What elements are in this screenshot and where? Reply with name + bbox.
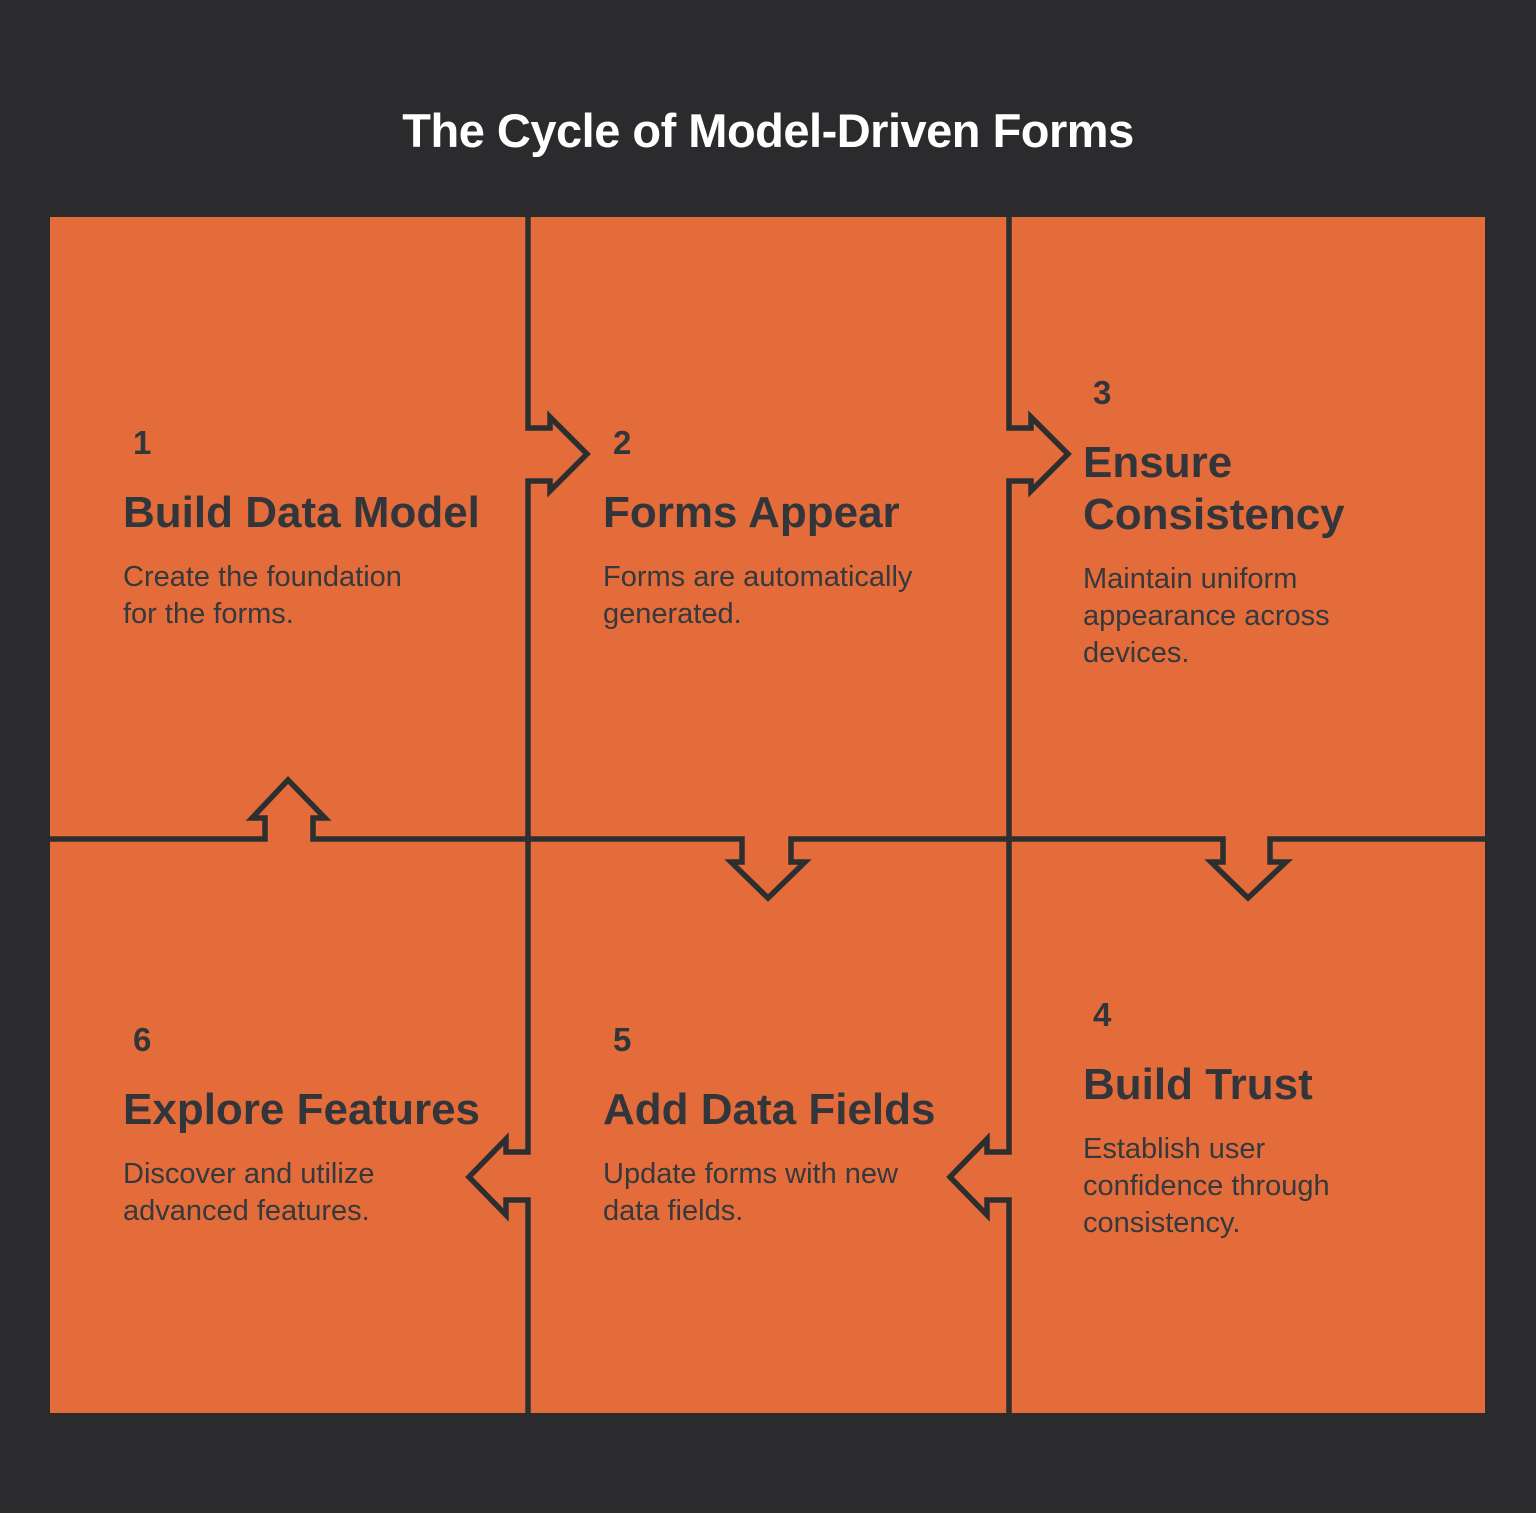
step-number: 4 bbox=[1093, 996, 1112, 1033]
step-description: Discover and utilize advanced features. bbox=[123, 1157, 375, 1227]
step-title: Forms Appear bbox=[603, 487, 900, 537]
page-title: The Cycle of Model-Driven Forms bbox=[402, 104, 1134, 157]
step-cell-5: 5 Add Data Fields Update forms with new … bbox=[603, 1020, 936, 1230]
step-number: 3 bbox=[1093, 374, 1112, 411]
step-title: Build Data Model bbox=[123, 487, 480, 537]
step-cell-2: 2 Forms Appear Forms are automatically g… bbox=[603, 423, 912, 633]
step-number: 2 bbox=[613, 424, 632, 461]
step-title: Explore Features bbox=[123, 1084, 481, 1134]
step-title: Build Trust bbox=[1083, 1059, 1313, 1109]
step-description: Create the foundation for the forms. bbox=[123, 560, 402, 630]
step-title: Ensure Consistency bbox=[1083, 437, 1345, 539]
step-description: Maintain uniform appearance across devic… bbox=[1083, 562, 1330, 669]
step-number: 6 bbox=[133, 1021, 152, 1058]
step-cell-6: 6 Explore Features Discover and utilize … bbox=[123, 1020, 480, 1230]
step-number: 5 bbox=[613, 1021, 632, 1058]
step-description: Update forms with new data fields. bbox=[603, 1157, 898, 1227]
step-cell-3: 3 Ensure Consistency Maintain uniform ap… bbox=[1083, 373, 1345, 672]
step-description: Establish user confidence through consis… bbox=[1083, 1132, 1330, 1239]
step-description: Forms are automatically generated. bbox=[603, 560, 913, 630]
step-title: Add Data Fields bbox=[603, 1084, 936, 1134]
step-number: 1 bbox=[133, 424, 152, 461]
step-cell-4: 4 Build Trust Establish user confidence … bbox=[1083, 995, 1330, 1242]
step-cell-1: 1 Build Data Model Create the foundation… bbox=[123, 423, 480, 633]
